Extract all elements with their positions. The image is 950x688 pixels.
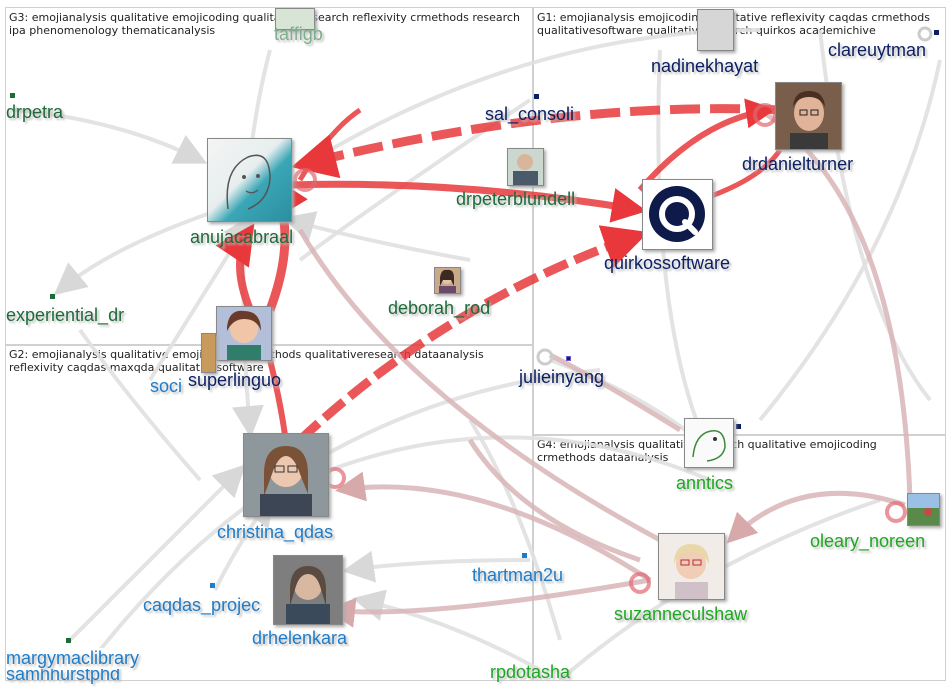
avatar-oleary_noreen[interactable] (907, 493, 940, 526)
label-anntics[interactable]: anntics (676, 473, 734, 493)
label-thartman2u[interactable]: thartman2u (472, 565, 564, 585)
label-experiential_dr[interactable]: experiential_dr (6, 305, 125, 325)
edge (726, 490, 906, 544)
label-drhelenkara[interactable]: drhelenkara (252, 628, 348, 648)
vertex-dot (736, 424, 741, 429)
label-anujacabraal[interactable]: anujacabraal (190, 227, 294, 247)
group-label-g3: G3: emojianalysis qualitative emojicodin… (9, 11, 520, 37)
edge (329, 28, 761, 152)
edge (68, 464, 246, 642)
avatar-anujacabraal[interactable] (207, 138, 292, 222)
vertex-dot (566, 356, 571, 361)
label-drdanielturner[interactable]: drdanielturner (742, 154, 854, 174)
portrait-icon (227, 310, 261, 360)
label-julieinyang[interactable]: julieinyang (519, 367, 605, 387)
portrait-icon (674, 544, 709, 599)
vertex-dot (10, 93, 15, 98)
portrait-icon (244, 434, 328, 516)
edge (215, 223, 255, 312)
edge (291, 104, 781, 179)
portrait-icon (776, 83, 841, 149)
label-nadinekhayat[interactable]: nadinekhayat (651, 56, 759, 76)
edge (467, 438, 641, 563)
label-margymaclibrary[interactable]: margymaclibrary (6, 648, 140, 669)
avatar-drpeterblundell[interactable] (507, 148, 544, 186)
edge (468, 418, 562, 641)
self-loop (629, 572, 651, 594)
quirkos-logo-icon (649, 186, 705, 242)
landscape-icon (908, 494, 939, 525)
label-samhhurstphd[interactable]: samhhurstphd (6, 664, 121, 684)
label-caqdas_projec[interactable]: caqdas_projec (143, 595, 261, 615)
self-loop (917, 26, 933, 42)
label-sal_consoli[interactable]: sal_consoli (485, 104, 575, 124)
edge (758, 59, 942, 422)
avatar-deborah_rod[interactable] (434, 267, 461, 294)
vertex-dot (534, 94, 539, 99)
label-oleary_noreen[interactable]: oleary_noreen (810, 531, 926, 551)
label-drpetra[interactable]: drpetra (6, 102, 64, 122)
vertex-dot (50, 294, 55, 299)
label-deborah_rod[interactable]: deborah_rod (388, 298, 491, 318)
avatar-christina_qdas[interactable] (243, 433, 329, 517)
self-loop (885, 501, 907, 523)
avatar-quirkossoftware[interactable] (642, 179, 713, 250)
avatar-drhelenkara[interactable] (273, 555, 343, 625)
label-clareuytman[interactable]: clareuytman (828, 40, 927, 60)
avatar-drdanielturner[interactable] (775, 82, 842, 150)
edge (289, 180, 647, 223)
edge (352, 589, 541, 672)
edge (78, 328, 202, 482)
edge (14, 108, 208, 164)
label-rpdotasha[interactable]: rpdotasha (490, 662, 571, 682)
label-taffigb[interactable]: taffigb (274, 24, 323, 44)
edge (329, 435, 711, 482)
label-soci[interactable]: soci (150, 376, 183, 396)
portrait-icon (274, 556, 342, 624)
self-loop (536, 348, 554, 366)
vertex-dot (66, 638, 71, 643)
vertex-dot (934, 30, 939, 35)
avatar-suzanneculshaw[interactable] (658, 533, 725, 600)
label-christina_qdas[interactable]: christina_qdas (217, 522, 334, 542)
vertex-dot (210, 583, 215, 588)
edge (342, 550, 531, 583)
edge (325, 577, 651, 628)
edge (548, 352, 682, 433)
label-suzanneculshaw[interactable]: suzanneculshaw (614, 604, 748, 624)
edge (335, 471, 652, 583)
edge (282, 211, 471, 262)
avatar-anntics[interactable] (684, 418, 734, 468)
portrait-icon (439, 269, 456, 293)
self-loop (293, 168, 317, 192)
group-box-g1 (533, 7, 946, 435)
avatar-taffigb[interactable] (275, 8, 315, 30)
bird-sketch-icon (692, 430, 726, 462)
edge (267, 359, 288, 436)
label-superlinguo[interactable]: superlinguo (188, 370, 282, 390)
label-drpeterblundell[interactable]: drpeterblundell (456, 189, 576, 209)
avatar-soci[interactable] (201, 333, 216, 373)
edge (296, 225, 649, 444)
portrait-sketch-icon (226, 154, 271, 210)
edge (297, 228, 662, 543)
avatar-superlinguo[interactable] (216, 306, 272, 361)
label-quirkossoftware[interactable]: quirkossoftware (604, 253, 731, 273)
avatar-nadinekhayat[interactable] (697, 9, 734, 51)
portrait-icon (513, 154, 538, 185)
vertex-dot (522, 553, 527, 558)
